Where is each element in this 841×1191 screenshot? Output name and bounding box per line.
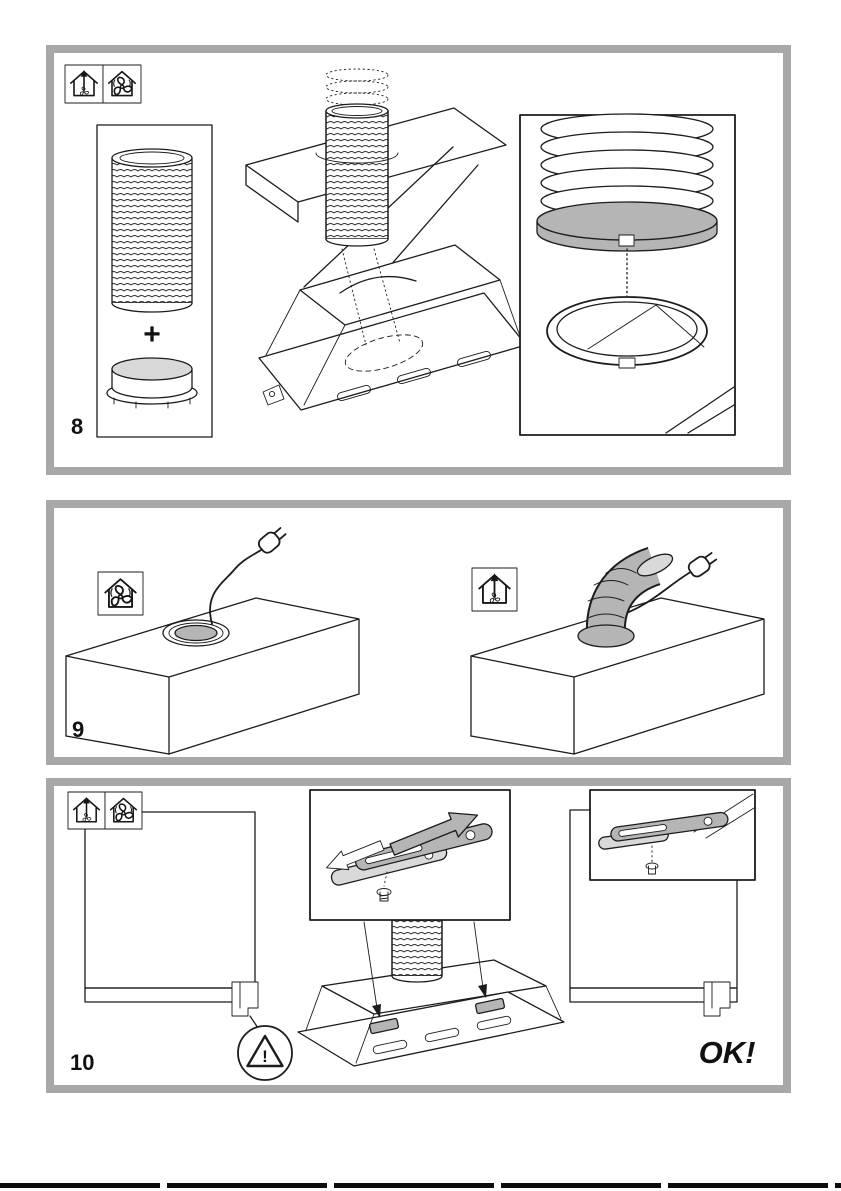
power-cord [209,547,265,625]
flexible-duct-elbow [577,547,674,648]
power-plug [257,527,287,554]
vent-slot [372,1039,408,1055]
slide-bracket-arm [610,811,729,842]
arrowhead [372,1004,381,1018]
mounting-bracket [703,981,731,1017]
hood-underside-drawing [297,919,565,1067]
flexible-duct [391,919,443,977]
vent-slot [476,1015,512,1031]
warning-triangle-icon [246,1034,284,1068]
mounting-bracket [231,981,259,1017]
ok-label: OK! [699,1035,756,1070]
screw [645,862,659,875]
flexible-duct-part [111,148,193,313]
hood-body [258,244,527,411]
hood-duct-installation-drawing [245,68,527,411]
warning-callout: ! [237,1015,293,1081]
figure-9-panel: 9 [46,500,791,765]
figure-8-panel: + 8 [46,45,791,475]
slide-bracket [368,1017,400,1035]
duct-open-end [636,553,674,577]
figure-9-illustration: 9 [65,527,765,755]
vent-slot [457,350,491,368]
duct-flange-part [106,357,198,409]
figure-8-illustration: + 8 [64,64,736,439]
mounting-tab [262,384,285,406]
vent-slot [424,1027,460,1043]
bracket-fixed-detail-box [589,789,756,881]
duct-parts-box: + [96,124,213,438]
figure-10-panel: ! 10 OK! [46,778,791,1093]
exhaust-top-drawing [470,547,765,755]
screw [376,888,392,902]
vent-slot [337,384,371,402]
flexible-duct [325,68,389,247]
collar-tab [618,234,635,247]
duct-position-marking [344,334,424,372]
bracket-pointer-arrows [363,921,487,1018]
cabinet-right-view [569,809,738,1017]
ring-notch [618,357,636,369]
page-bottom-scan-line [0,1183,841,1188]
slide-bracket [474,997,506,1015]
slide-direction-arrow-small [326,840,385,871]
corrugated-duct-bellows [540,113,714,217]
figure-8-step-number: 8 [71,414,83,439]
hood-outlet-ring [546,296,708,369]
arrowhead [478,984,487,998]
outlet-hole [162,619,230,647]
projection-line [373,248,401,344]
slide-direction-arrow [389,812,479,856]
hood-bottom-plate [297,991,565,1067]
shelf-hole [315,152,399,164]
figure-10-mode-icons [67,791,143,830]
warning-exclamation: ! [262,1047,268,1066]
figure-10-step-number: 10 [70,1050,94,1075]
bracket-slide-detail-box [309,789,511,921]
cabinet-left-view [84,811,259,1017]
plus-sign: + [143,318,161,351]
figure-9-step-number: 9 [72,717,84,742]
figure-10-illustration: ! 10 OK! [67,789,756,1081]
figure-8-mode-icons [64,64,142,104]
vent-slot [397,367,431,385]
duct-base [577,624,635,648]
duct-collar [536,201,718,252]
blower-hump [339,275,417,294]
duct-collar-detail-box [519,113,736,436]
power-plug [687,552,718,578]
recirculation-top-drawing [65,527,360,755]
parts-box-frame [96,124,213,438]
